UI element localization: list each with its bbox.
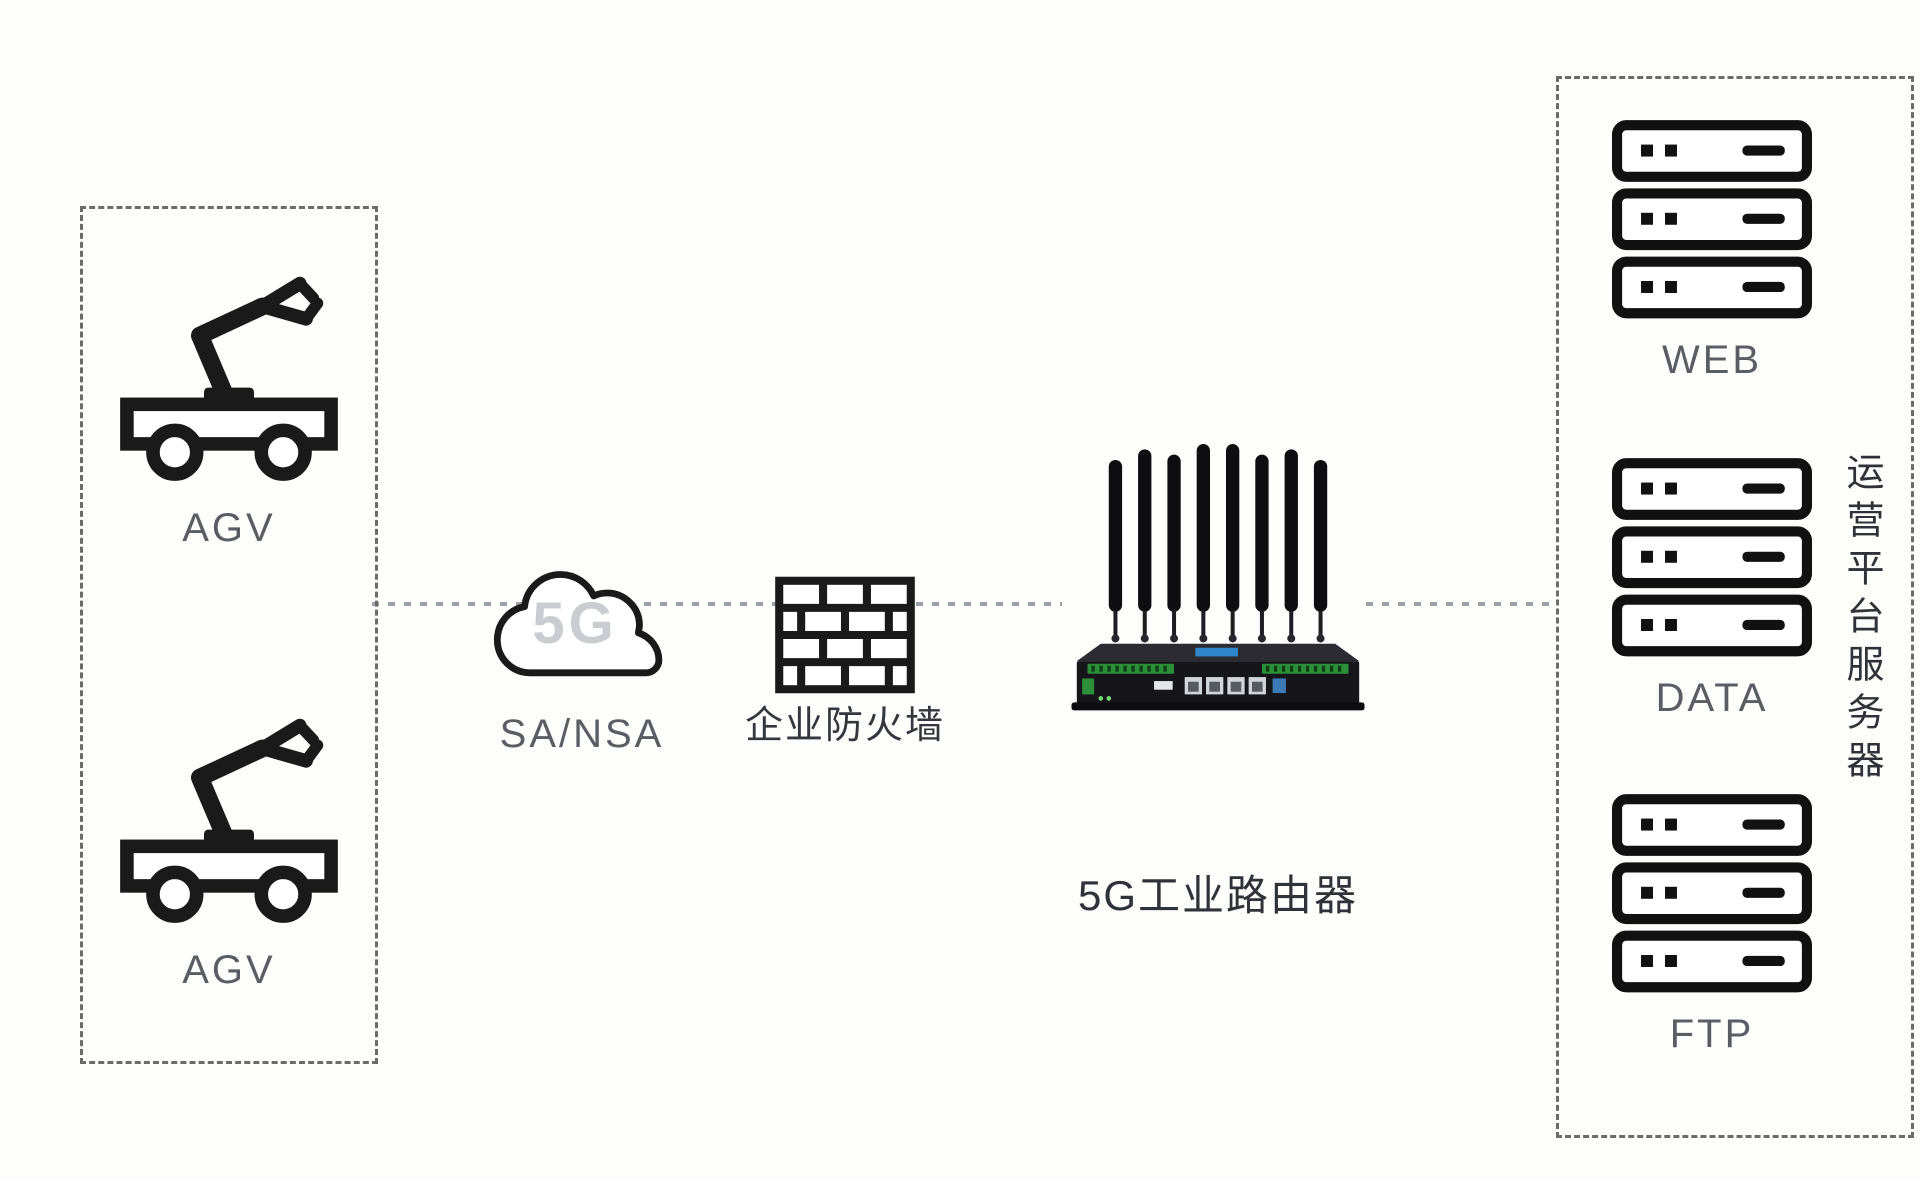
router-node — [1058, 440, 1378, 753]
cloud-caption: SA/NSA — [499, 712, 665, 756]
agv-label-1: AGV — [182, 506, 276, 550]
server-label-data: DATA — [1655, 676, 1769, 720]
server-node-data: DATA — [1606, 454, 1818, 720]
agv-node-2: AGV — [104, 688, 354, 992]
server-group-box — [1556, 76, 1914, 1138]
agv-group-box — [80, 206, 378, 1064]
firewall-caption: 企业防火墙 — [745, 705, 946, 747]
server-stack-icon — [1606, 790, 1818, 1002]
router-caption: 5G工业路由器 — [1077, 872, 1359, 919]
router-5g-icon — [1058, 440, 1378, 753]
connection-dotted-line-left — [372, 602, 1062, 606]
server-stack-icon — [1606, 116, 1818, 328]
server-node-web: WEB — [1606, 116, 1818, 382]
server-stack-icon — [1606, 454, 1818, 666]
agv-robot-icon — [104, 688, 354, 938]
agv-node-1: AGV — [104, 246, 354, 550]
firewall-icon — [770, 560, 920, 710]
server-label-ftp: FTP — [1669, 1012, 1755, 1056]
server-label-web: WEB — [1661, 338, 1763, 382]
cloud-node: 5G SA/NSA — [482, 556, 682, 756]
server-group-side-label: 运营平台服务器 — [1840, 452, 1882, 788]
firewall-node: 企业防火墙 — [745, 560, 943, 748]
agv-robot-icon — [104, 246, 354, 496]
server-node-ftp: FTP — [1606, 790, 1818, 1056]
agv-label-2: AGV — [182, 948, 276, 992]
cloud-5g-badge: 5G — [532, 591, 618, 656]
connection-dotted-line-right — [1366, 602, 1556, 606]
